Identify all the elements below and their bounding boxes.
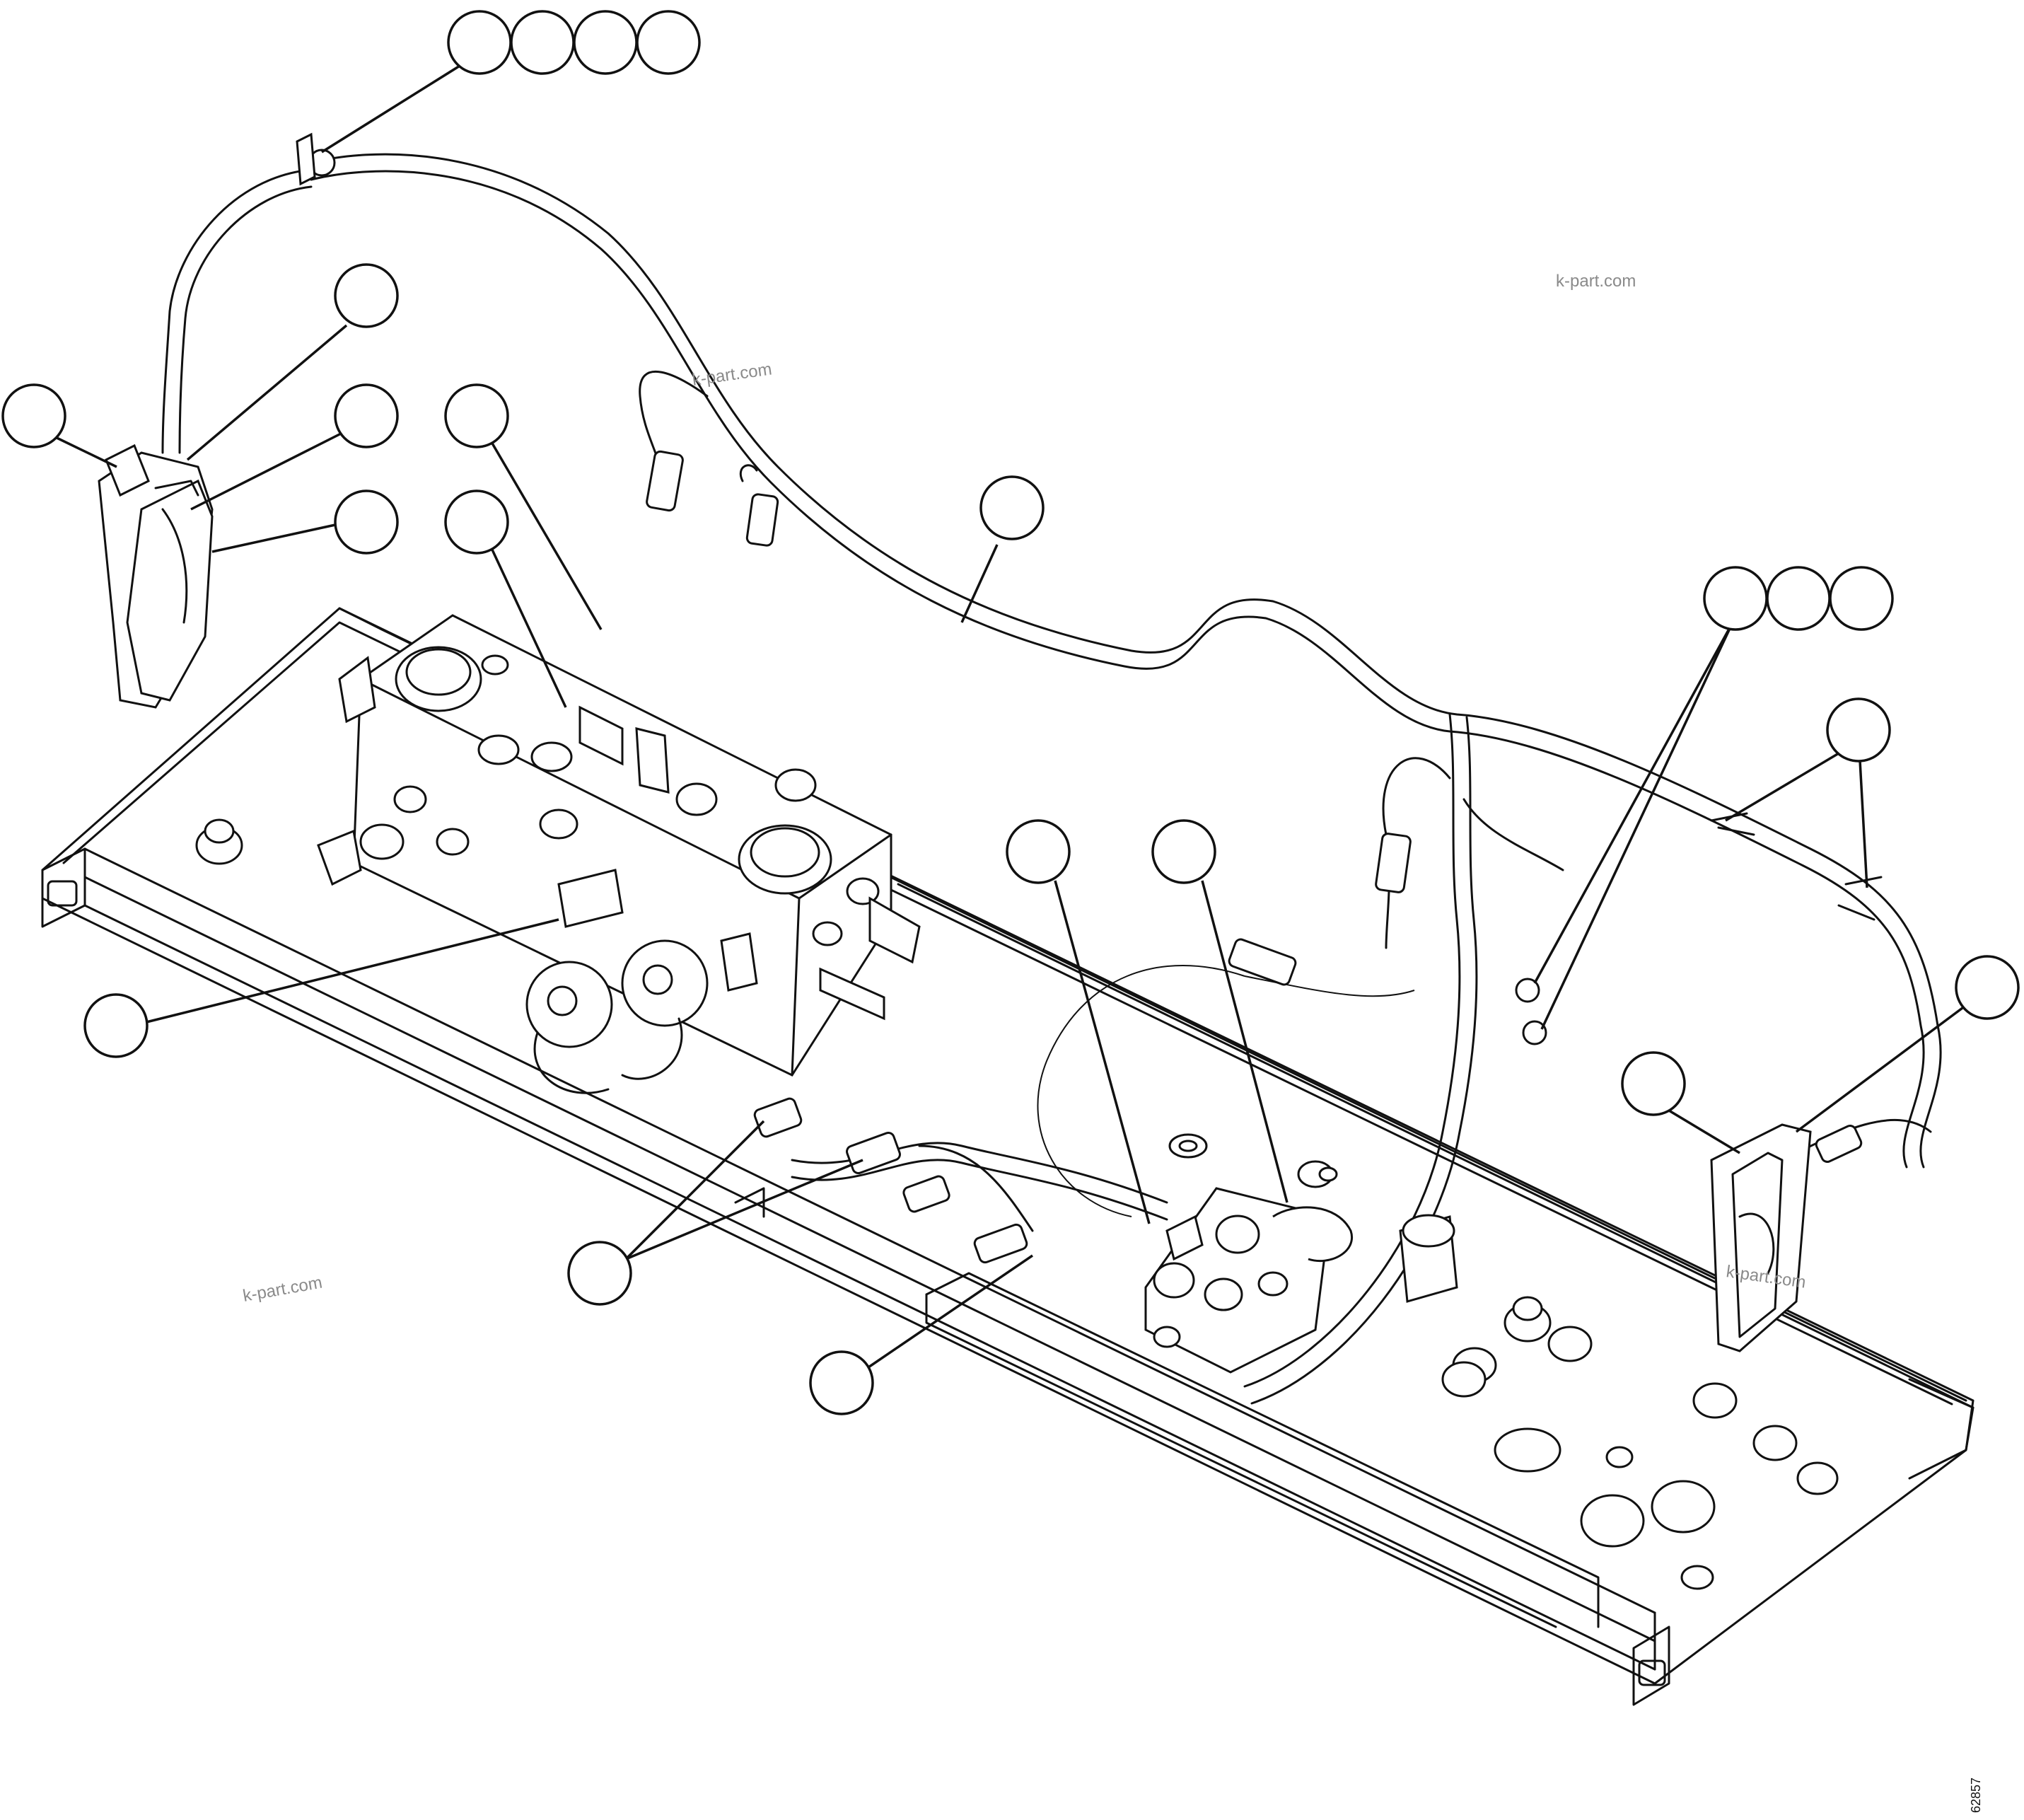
leader-line: [190, 430, 346, 511]
leader-line: [1540, 622, 1734, 1030]
watermark: k-part.com: [241, 1273, 323, 1306]
callout-circle: [447, 10, 512, 75]
callout-circle: [1829, 566, 1894, 631]
leader-line: [146, 918, 559, 1024]
callout-circle: [83, 993, 149, 1058]
base-tray-frame: [41, 607, 1974, 1706]
drawing-number: 62857: [1969, 1778, 1983, 1813]
main-wire-harness: [161, 153, 1942, 1405]
leader-line: [1795, 1007, 1964, 1133]
leader-line: [625, 1159, 863, 1260]
leader-line: [1201, 880, 1289, 1203]
leader-line: [1054, 880, 1151, 1224]
callouts-left-light: [1, 263, 399, 555]
callout-circle: [809, 1350, 874, 1415]
leader-line: [624, 1120, 765, 1260]
callout-circle: [1826, 697, 1891, 763]
solenoid-coils: [525, 869, 758, 1094]
callout-circle: [1151, 819, 1216, 884]
base-plate-fittings: [195, 818, 1839, 1590]
callouts-harness-middle: [567, 475, 1289, 1415]
hydraulic-valve-block: [317, 614, 921, 1077]
callout-circle: [334, 383, 399, 448]
leader-line: [490, 441, 603, 630]
callout-circle: [444, 489, 509, 555]
callout-circle: [444, 383, 509, 448]
leader-line: [1725, 752, 1839, 822]
left-light-assembly: [98, 444, 214, 709]
leader-line: [866, 1254, 1033, 1370]
callout-circle: [334, 489, 399, 555]
leader-line: [1859, 760, 1868, 888]
watermark: k-part.com: [1556, 272, 1636, 291]
callout-circle: [979, 475, 1045, 540]
callout-circle: [1766, 566, 1831, 631]
callout-circle: [510, 10, 575, 75]
callout-circle: [1621, 1051, 1686, 1116]
leader-line: [490, 547, 567, 708]
leader-line: [321, 62, 464, 153]
callouts-right-side: [1533, 566, 2020, 1154]
leader-line: [960, 544, 999, 623]
callout-circle: [334, 263, 399, 328]
right-light-assembly: [1710, 1123, 1812, 1352]
leader-line: [1533, 622, 1734, 984]
harness-connectors: [296, 132, 1883, 1264]
callouts-valve-block: [83, 383, 603, 1058]
callout-circle: [1955, 955, 2020, 1020]
callout-circle: [573, 10, 638, 75]
leader-line: [186, 324, 348, 461]
callout-group-top-four: [321, 10, 701, 153]
callout-circle: [1006, 819, 1071, 884]
callout-circle: [1, 383, 66, 448]
callout-circle: [1703, 566, 1768, 631]
leader-line: [211, 523, 336, 553]
callout-circle: [636, 10, 701, 75]
callout-circle: [567, 1241, 632, 1306]
secondary-manifold: [1144, 1133, 1458, 1374]
leader-line: [50, 434, 117, 468]
